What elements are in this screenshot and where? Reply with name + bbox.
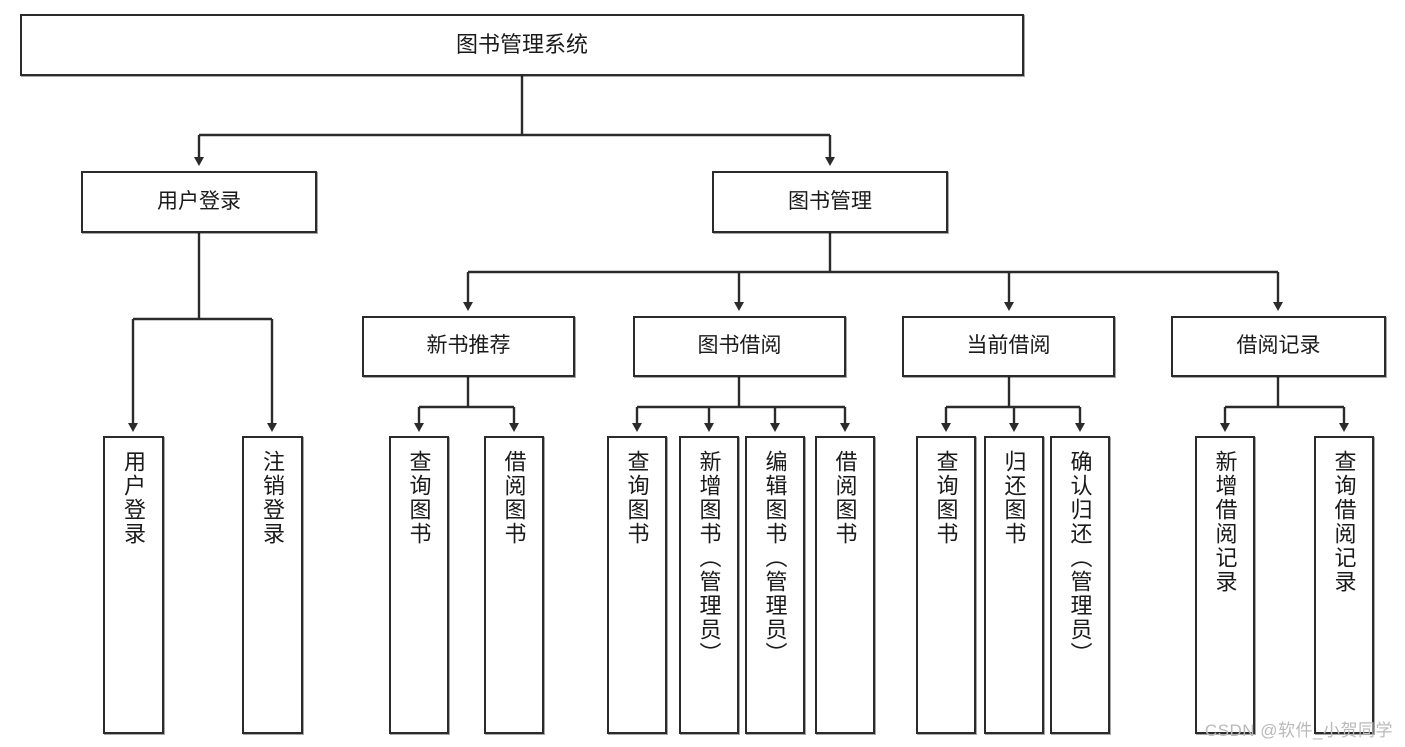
node-leaf-add-book[interactable]: 新增图书（管理员） [679, 436, 739, 734]
node-leaf-user-login-label: 用户登录 [121, 450, 147, 546]
node-current-borrow[interactable]: 当前借阅 [902, 316, 1115, 377]
node-new-book-recommend-label: 新书推荐 [426, 334, 511, 358]
node-leaf-add-book-label: 新增图书（管理员） [696, 450, 722, 666]
node-leaf-borrow-book-1-label: 借阅图书 [501, 450, 527, 546]
node-root[interactable]: 图书管理系统 [20, 14, 1024, 76]
csdn-watermark: CSDN @软件_小贺同学 [1204, 721, 1393, 740]
node-leaf-confirm-return-label: 确认归还（管理员） [1067, 450, 1093, 666]
node-leaf-add-borrow-record-label: 新增借阅记录 [1212, 450, 1238, 594]
node-book-borrow-label: 图书借阅 [697, 334, 782, 358]
node-book-manage[interactable]: 图书管理 [712, 171, 948, 233]
node-borrow-record-label: 借阅记录 [1236, 334, 1321, 358]
node-user-login[interactable]: 用户登录 [81, 171, 317, 233]
node-leaf-return-book-label: 归还图书 [1001, 450, 1027, 546]
node-book-borrow[interactable]: 图书借阅 [633, 316, 846, 377]
node-new-book-recommend[interactable]: 新书推荐 [362, 316, 575, 377]
node-leaf-add-borrow-record[interactable]: 新增借阅记录 [1195, 436, 1255, 734]
node-leaf-borrow-book-1[interactable]: 借阅图书 [484, 436, 544, 734]
node-leaf-borrow-book-2[interactable]: 借阅图书 [815, 436, 875, 734]
node-user-login-label: 用户登录 [157, 189, 241, 213]
node-leaf-query-book-3-label: 查询图书 [933, 450, 959, 546]
node-borrow-record[interactable]: 借阅记录 [1171, 316, 1386, 377]
node-leaf-borrow-book-2-label: 借阅图书 [832, 450, 858, 546]
node-root-label: 图书管理系统 [455, 32, 588, 58]
node-leaf-query-borrow-record[interactable]: 查询借阅记录 [1314, 436, 1374, 734]
node-current-borrow-label: 当前借阅 [966, 334, 1051, 358]
node-leaf-query-borrow-record-label: 查询借阅记录 [1331, 450, 1357, 594]
node-leaf-confirm-return[interactable]: 确认归还（管理员） [1050, 436, 1110, 734]
node-leaf-user-login[interactable]: 用户登录 [103, 436, 164, 734]
node-leaf-return-book[interactable]: 归还图书 [984, 436, 1044, 734]
node-leaf-query-book-2-label: 查询图书 [624, 450, 650, 546]
node-leaf-query-book-1-label: 查询图书 [406, 450, 432, 546]
node-leaf-query-book-3[interactable]: 查询图书 [916, 436, 976, 734]
node-leaf-query-book-2[interactable]: 查询图书 [607, 436, 667, 734]
node-book-manage-label: 图书管理 [788, 189, 872, 213]
node-leaf-edit-book-label: 编辑图书（管理员） [762, 450, 788, 666]
node-leaf-edit-book[interactable]: 编辑图书（管理员） [745, 436, 805, 734]
node-leaf-logout-login[interactable]: 注销登录 [242, 436, 303, 734]
node-leaf-query-book-1[interactable]: 查询图书 [389, 436, 449, 734]
node-leaf-logout-login-label: 注销登录 [260, 450, 286, 546]
